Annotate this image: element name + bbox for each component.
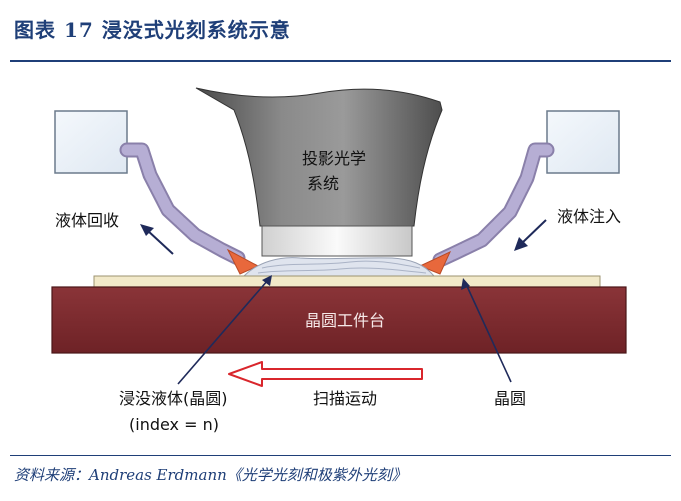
wafer-stage [51,286,627,354]
stage-label: 晶圆工件台 [305,311,385,330]
wafer-label: 晶圆 [494,389,526,408]
injection-hose-fill [434,144,553,266]
immersion-liquid-label: 浸没液体(晶圆) [119,389,228,408]
injection-direction-arrow [514,219,547,251]
wafer-pointer [461,278,512,383]
projection-lens-body [195,87,443,227]
liquid-ripple-1 [261,260,421,269]
scan-motion-label: 扫描运动 [313,389,377,408]
immersion-liquid-pointer [177,275,272,385]
figure-source: 资料来源：Andreas Erdmann《光学光刻和极紫外光刻》 [14,466,407,484]
liquid-recovery-label: 液体回收 [55,211,119,230]
recovery-hose-fill [121,144,244,264]
projection-lens-tip [261,225,413,257]
index-label: (index = n) [129,415,219,434]
recovery-unit-box [54,110,128,174]
liquid-injection-label: 液体注入 [557,207,621,226]
immersion-liquid [242,257,436,277]
lens-label-line1: 投影光学 [302,149,366,168]
scan-motion-arrow [228,361,423,387]
wafer [93,275,601,288]
lens-label-line2: 系统 [307,174,339,193]
figure-title: 图表 17 浸没式光刻系统示意 [14,18,291,42]
title-rule [10,60,671,62]
recovery-direction-arrow [140,224,174,255]
liquid-ripple-2 [257,267,427,274]
injection-unit-box [546,110,620,174]
injection-nozzle [418,250,452,275]
recovery-nozzle [226,248,260,275]
source-rule [10,455,671,456]
